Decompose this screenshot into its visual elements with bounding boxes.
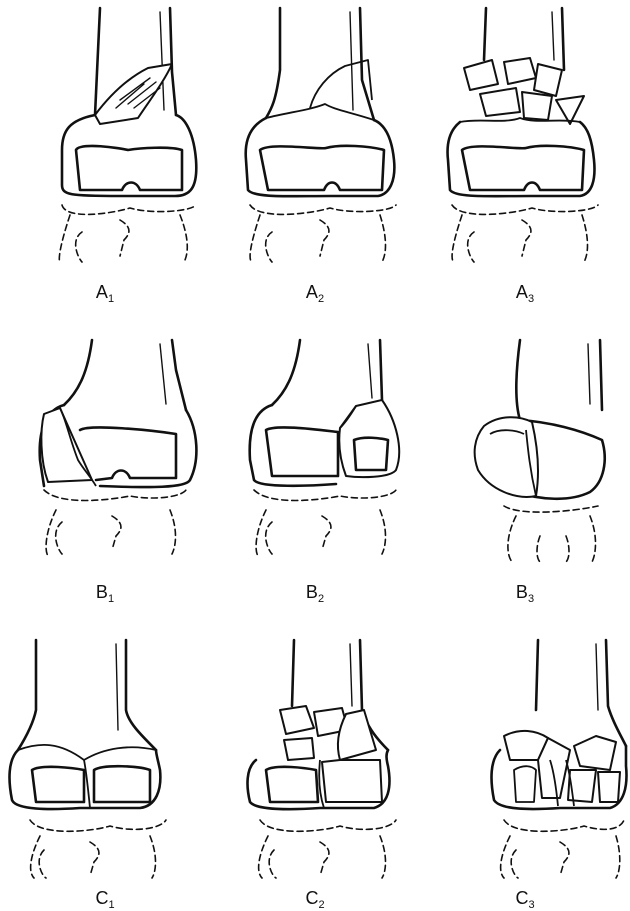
a3-femur-drawing	[420, 0, 630, 300]
c3-femur-drawing	[420, 610, 630, 910]
label-b3: B3	[420, 582, 630, 603]
a2-femur-drawing	[210, 0, 420, 300]
label-b2: B2	[210, 582, 420, 603]
panel-b1: B1	[0, 310, 210, 610]
panel-b2: B2	[210, 310, 420, 610]
label-a2: A2	[210, 282, 420, 303]
a1-femur-drawing	[0, 0, 210, 300]
panel-c3: C3	[420, 610, 630, 910]
b2-femur-drawing	[210, 310, 420, 610]
label-a1: A1	[0, 282, 210, 303]
panel-b3: B3	[420, 310, 630, 610]
label-c2: C2	[210, 888, 420, 909]
label-c3: C3	[420, 888, 630, 909]
b3-femur-lateral-drawing	[420, 310, 630, 610]
c2-femur-drawing	[210, 610, 420, 910]
panel-a2: A2	[210, 0, 420, 300]
c1-femur-drawing	[0, 610, 210, 910]
panel-a3: A3	[420, 0, 630, 300]
panel-c2: C2	[210, 610, 420, 910]
label-a3: A3	[420, 282, 630, 303]
label-b1: B1	[0, 582, 210, 603]
panel-a1: A1	[0, 0, 210, 300]
panel-c1: C1	[0, 610, 210, 910]
b1-femur-drawing	[0, 310, 210, 610]
label-c1: C1	[0, 888, 210, 909]
